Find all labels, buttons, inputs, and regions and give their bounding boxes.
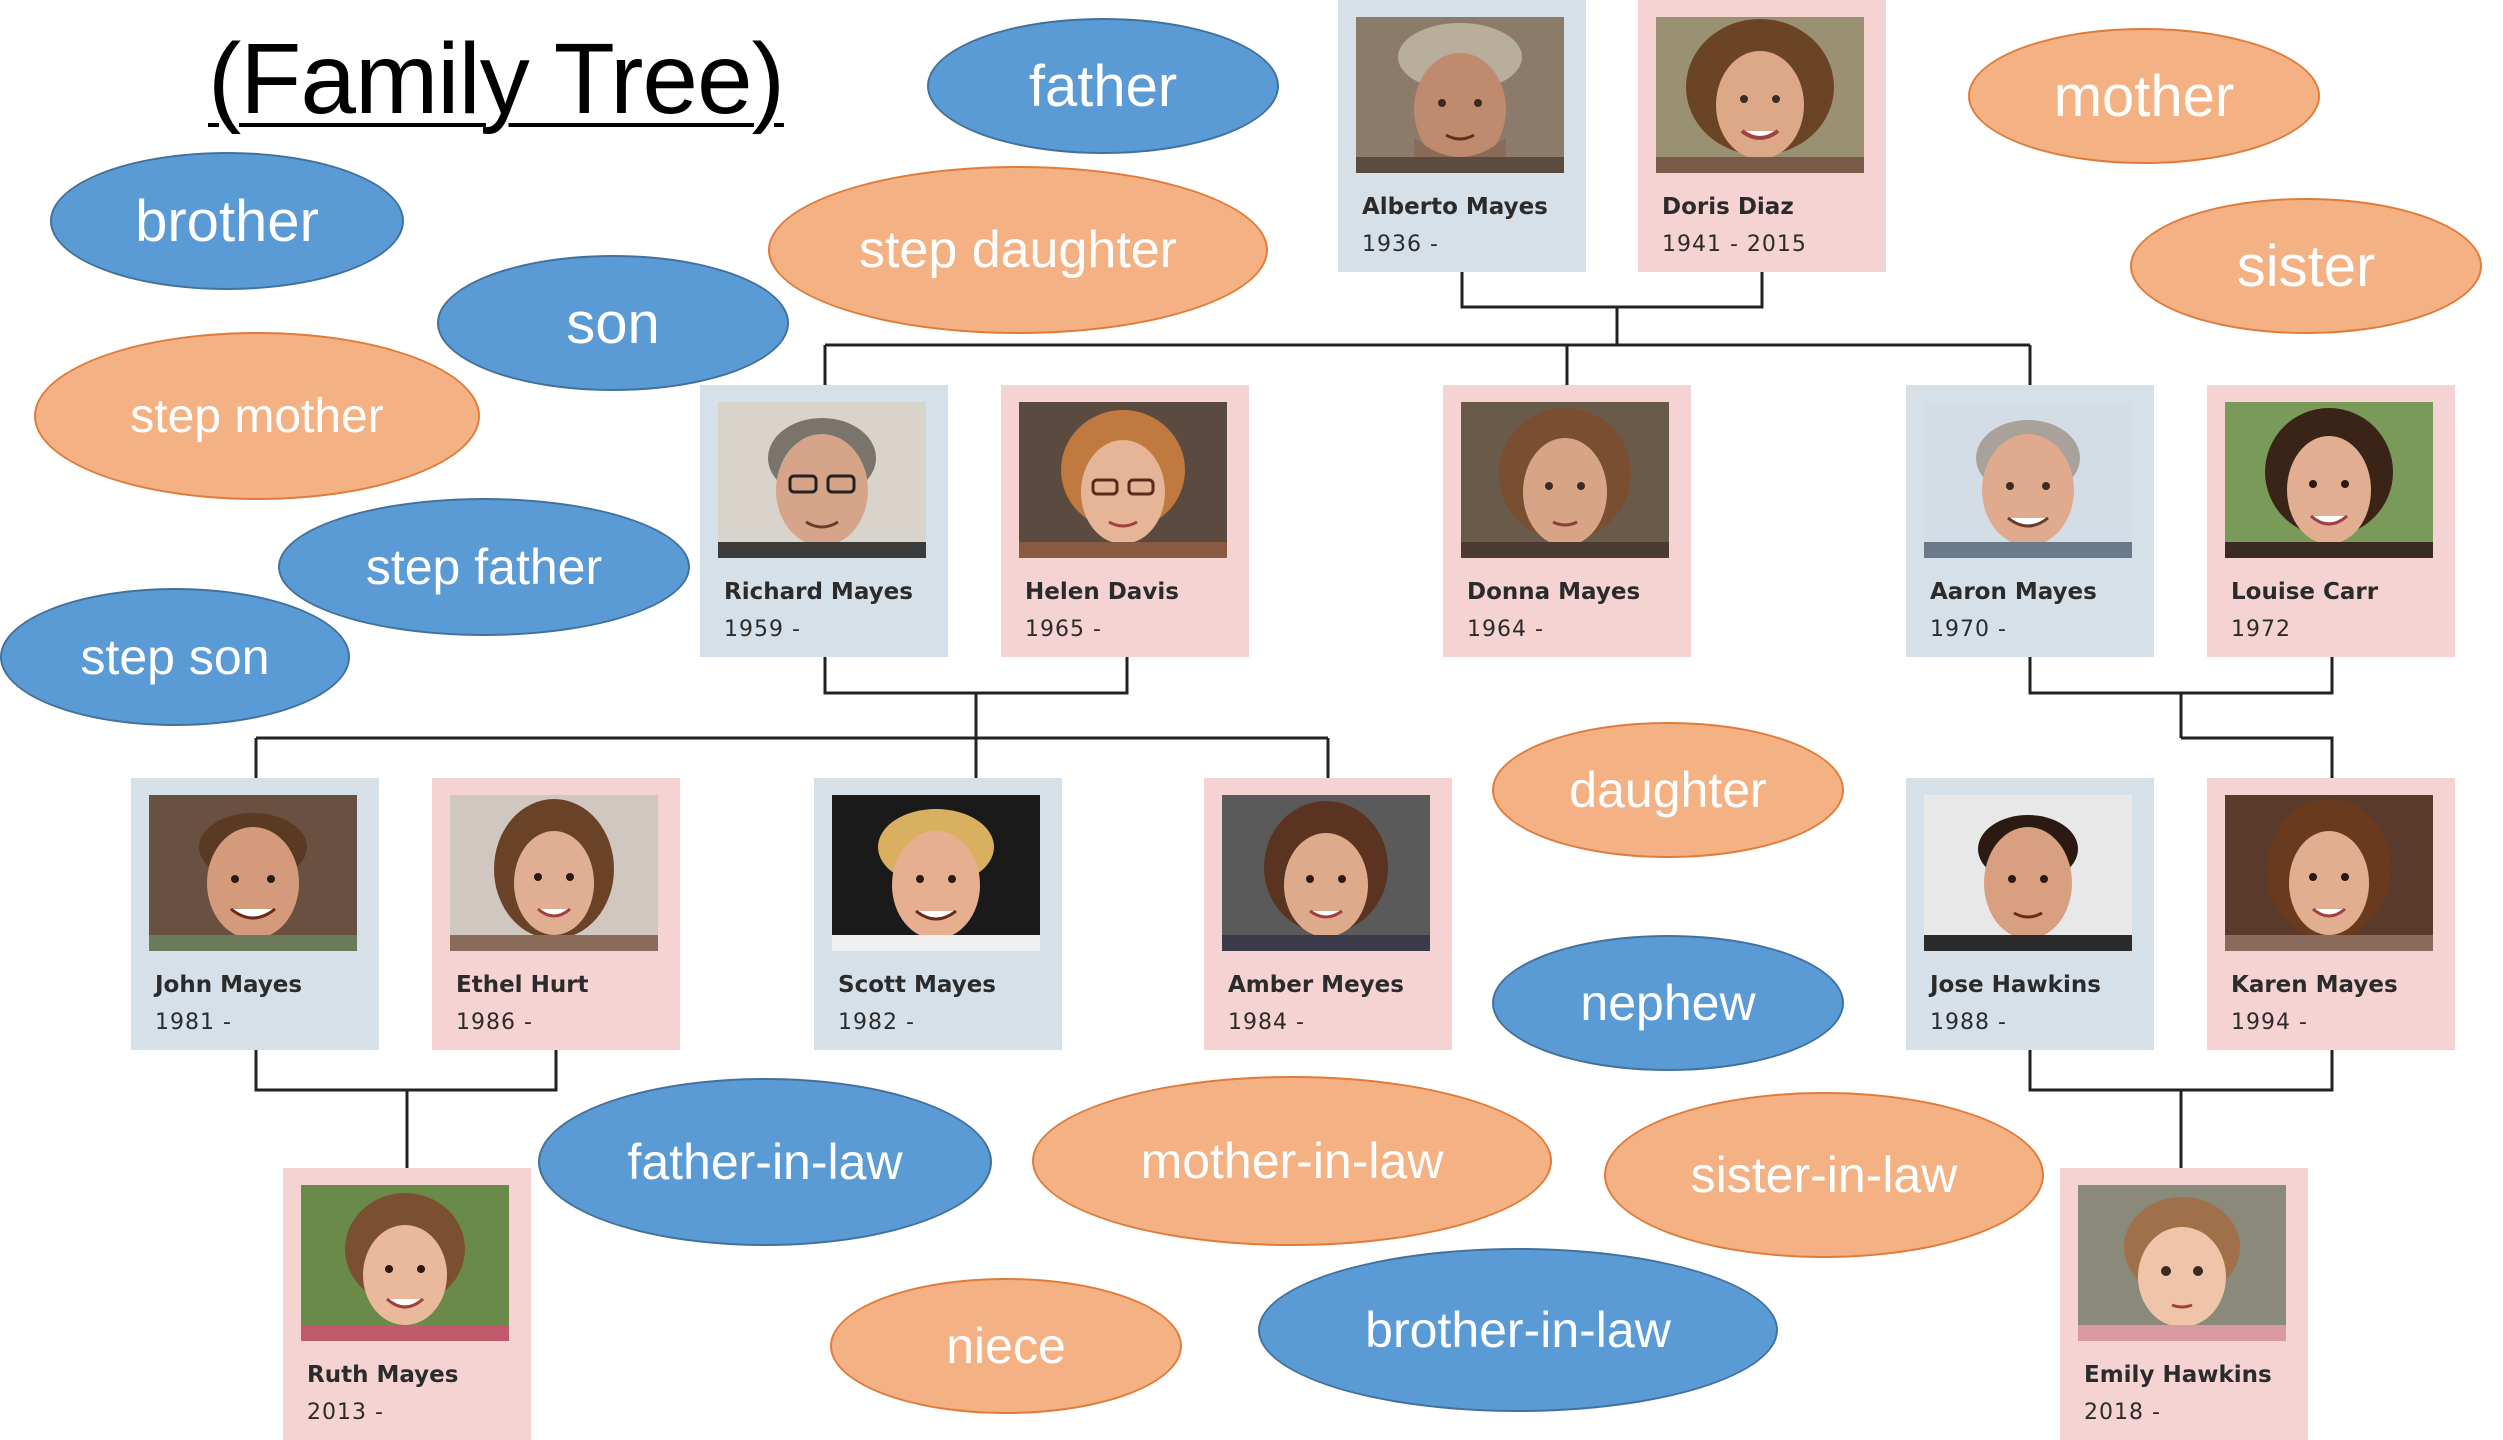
person-card-helen-davis[interactable]: Helen Davis 1965 -: [1001, 385, 1249, 657]
label-bubble-daughter[interactable]: daughter: [1492, 722, 1844, 858]
connector-richard-helen: [823, 657, 1129, 738]
portrait-photo: [1461, 402, 1669, 558]
portrait-photo: [149, 795, 357, 951]
person-name: Ruth Mayes: [307, 1362, 459, 1388]
person-card-ethel-hurt[interactable]: Ethel Hurt 1986 -: [432, 778, 680, 1050]
person-name: Karen Mayes: [2231, 972, 2398, 998]
person-card-amber-meyes[interactable]: Amber Meyes 1984 -: [1204, 778, 1452, 1050]
person-card-louise-carr[interactable]: Louise Carr 1972: [2207, 385, 2455, 657]
connector-john-ethel: [254, 1048, 558, 1168]
connector-generation-2: [823, 343, 2032, 385]
label-bubble-niece[interactable]: niece: [830, 1278, 1182, 1414]
person-years: 2018 -: [2084, 1400, 2161, 1425]
person-years: 1994 -: [2231, 1010, 2308, 1035]
person-years: 1970 -: [1930, 617, 2007, 642]
person-card-richard-mayes[interactable]: Richard Mayes 1959 -: [700, 385, 948, 657]
label-bubble-step-father[interactable]: step father: [278, 498, 690, 636]
label-bubble-sister[interactable]: sister: [2130, 198, 2482, 334]
person-name: Doris Diaz: [1662, 194, 1794, 220]
person-years: 1981 -: [155, 1010, 232, 1035]
label-bubble-sister-in-law[interactable]: sister-in-law: [1604, 1092, 2044, 1258]
label-bubble-father[interactable]: father: [927, 18, 1279, 154]
person-years: 1941 - 2015: [1662, 232, 1807, 257]
label-bubble-brother[interactable]: brother: [50, 152, 404, 290]
portrait-photo: [1924, 402, 2132, 558]
person-name: Scott Mayes: [838, 972, 996, 998]
label-bubble-father-in-law[interactable]: father-in-law: [538, 1078, 992, 1246]
page-title: (Family Tree): [208, 23, 785, 135]
portrait-photo: [301, 1185, 509, 1341]
person-name: Alberto Mayes: [1362, 194, 1548, 220]
label-bubble-son[interactable]: son: [437, 255, 789, 391]
person-card-scott-mayes[interactable]: Scott Mayes 1982 -: [814, 778, 1062, 1050]
person-years: 1965 -: [1025, 617, 1102, 642]
person-name: Aaron Mayes: [1930, 579, 2097, 605]
person-name: Emily Hawkins: [2084, 1362, 2272, 1388]
person-name: Helen Davis: [1025, 579, 1179, 605]
person-years: 1982 -: [838, 1010, 915, 1035]
label-bubble-step-mother[interactable]: step mother: [34, 332, 480, 500]
portrait-photo: [718, 402, 926, 558]
person-years: 1984 -: [1228, 1010, 1305, 1035]
person-card-jose-hawkins[interactable]: Jose Hawkins 1988 -: [1906, 778, 2154, 1050]
label-bubble-step-daughter[interactable]: step daughter: [768, 166, 1268, 334]
person-name: Ethel Hurt: [456, 972, 589, 998]
label-bubble-nephew[interactable]: nephew: [1492, 935, 1844, 1071]
person-name: Donna Mayes: [1467, 579, 1641, 605]
connector-grandparents: [1460, 270, 1764, 345]
portrait-photo: [2078, 1185, 2286, 1341]
label-bubble-mother-in-law[interactable]: mother-in-law: [1032, 1076, 1552, 1246]
portrait-photo: [2225, 795, 2433, 951]
person-card-ruth-mayes[interactable]: Ruth Mayes 2013 -: [283, 1168, 531, 1440]
person-card-doris-diaz[interactable]: Doris Diaz 1941 - 2015: [1638, 0, 1886, 272]
person-name: Richard Mayes: [724, 579, 913, 605]
portrait-photo: [450, 795, 658, 951]
portrait-photo: [1356, 17, 1564, 173]
person-years: 1988 -: [1930, 1010, 2007, 1035]
connector-generation-3-left: [254, 736, 1330, 778]
person-card-john-mayes[interactable]: John Mayes 1981 -: [131, 778, 379, 1050]
person-card-emily-hawkins[interactable]: Emily Hawkins 2018 -: [2060, 1168, 2308, 1440]
person-years: 1972: [2231, 617, 2291, 642]
portrait-photo: [2225, 402, 2433, 558]
person-card-aaron-mayes[interactable]: Aaron Mayes 1970 -: [1906, 385, 2154, 657]
portrait-photo: [1019, 402, 1227, 558]
person-years: 2013 -: [307, 1400, 384, 1425]
label-bubble-step-son[interactable]: step son: [0, 588, 350, 726]
label-bubble-mother[interactable]: mother: [1968, 28, 2320, 164]
person-name: Amber Meyes: [1228, 972, 1404, 998]
person-years: 1936 -: [1362, 232, 1439, 257]
connector-aaron-louise: [2028, 657, 2334, 738]
person-card-karen-mayes[interactable]: Karen Mayes 1994 -: [2207, 778, 2455, 1050]
person-card-alberto-mayes[interactable]: Alberto Mayes 1936 -: [1338, 0, 1586, 272]
person-years: 1964 -: [1467, 617, 1544, 642]
person-years: 1959 -: [724, 617, 801, 642]
person-name: Louise Carr: [2231, 579, 2379, 605]
label-bubble-brother-in-law[interactable]: brother-in-law: [1258, 1248, 1778, 1412]
person-name: John Mayes: [155, 972, 303, 998]
connector-generation-3-right: [2181, 736, 2334, 778]
person-card-donna-mayes[interactable]: Donna Mayes 1964 -: [1443, 385, 1691, 657]
connector-jose-karen: [2028, 1048, 2334, 1168]
person-name: Jose Hawkins: [1930, 972, 2101, 998]
portrait-photo: [832, 795, 1040, 951]
person-years: 1986 -: [456, 1010, 533, 1035]
portrait-photo: [1656, 17, 1864, 173]
portrait-photo: [1222, 795, 1430, 951]
portrait-photo: [1924, 795, 2132, 951]
